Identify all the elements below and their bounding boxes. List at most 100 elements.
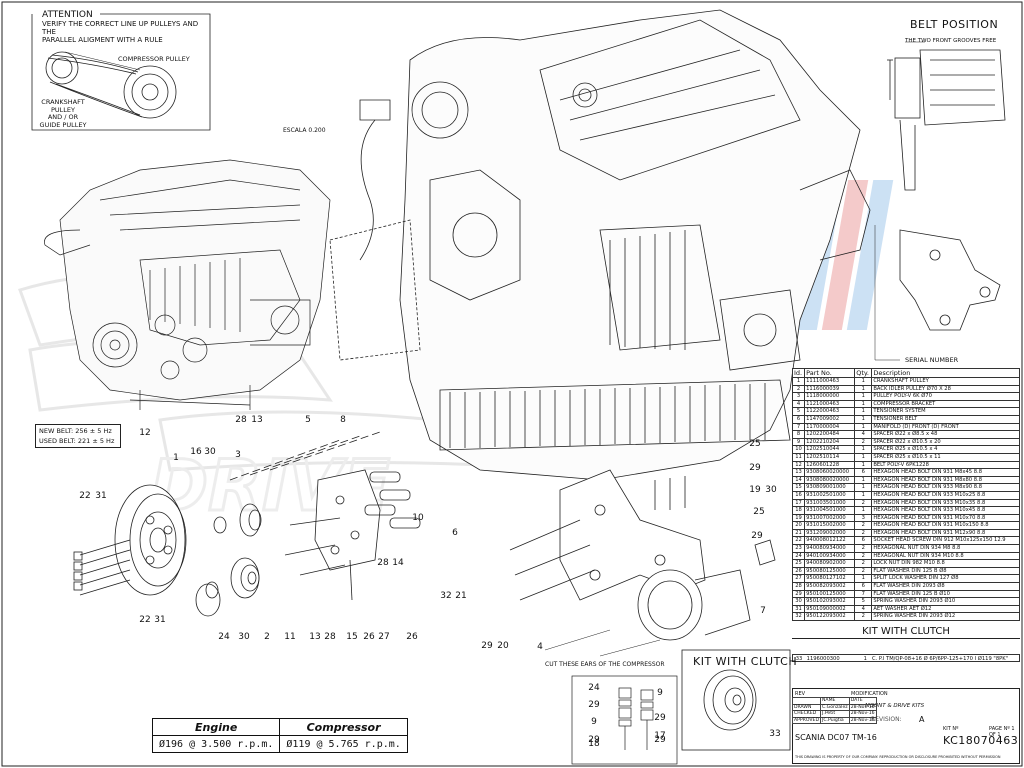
part-qty: 1: [854, 392, 873, 401]
callout-number: 13: [251, 415, 263, 425]
callout-number: 7: [760, 606, 766, 616]
part-id: 22: [791, 536, 806, 546]
col-part-no: Part No.: [804, 368, 856, 378]
part-qty: 4: [854, 430, 873, 439]
part-qty: 1: [854, 475, 873, 485]
drive-ratio-table: Engine Compressor Ø196 @ 3.500 r.p.m. Ø1…: [151, 718, 408, 753]
part-qty: 6: [854, 582, 873, 591]
part-number: 950122093002: [804, 612, 856, 621]
date: DATE: [848, 697, 877, 705]
part-id: 25: [791, 559, 806, 568]
part-id: 9: [791, 437, 806, 447]
callout-number: 24: [218, 632, 230, 642]
part-number: 9308060020000: [804, 468, 856, 477]
callout-number: 25: [749, 439, 761, 449]
used-belt-tension: USED BELT: 221 ± 5 Hz: [39, 437, 115, 445]
exploded-parts: [73, 431, 776, 657]
part-qty: 2: [854, 498, 873, 508]
engine-overview-sketch: [44, 159, 331, 410]
attention-line: VERIFY THE CORRECT LINE UP PULLEYS AND T…: [42, 20, 199, 36]
part-qty: 3: [854, 513, 873, 523]
part-number: 940008012122: [804, 536, 856, 546]
belt-position-subtitle: THE TWO FRONT GROOVES FREE: [905, 38, 997, 44]
part-id: 19: [791, 513, 806, 523]
part-qty: 2: [854, 528, 873, 538]
callout-number: 21: [455, 591, 467, 601]
engine-value: Ø196 @ 3.500 r.p.m.: [151, 735, 281, 753]
part-number: 940080934000: [804, 544, 856, 553]
date: 28-Nov-16: [848, 703, 877, 711]
callout-number: 17: [654, 731, 666, 741]
part-id: 1: [791, 377, 806, 386]
part-qty: 1: [854, 414, 873, 424]
callout-number: 25: [753, 507, 765, 517]
clutch-box-title: KIT WITH CLUTCH: [693, 655, 798, 668]
callout-number: 29: [588, 735, 600, 745]
footnote: THIS DRAWING IS PROPERTY OF OUR COMPANY.…: [795, 755, 1001, 759]
part-id: 8: [791, 430, 806, 439]
compressor-value: Ø119 @ 5.765 r.p.m.: [279, 735, 408, 753]
crankshaft-pulley-label: CRANKSHAFT PULLEY AND / OR GUIDE PULLEY: [32, 98, 94, 129]
compressor-pulley-label: COMPRESSOR PULLEY: [118, 55, 190, 63]
part-description: HEXAGON HEAD BOLT DIN 931 M10x150 8.8: [871, 521, 1020, 530]
callout-number: 16: [190, 447, 202, 457]
part-qty: 4: [854, 604, 873, 614]
serial-bracket-detail: [874, 225, 1001, 361]
callout-number: 2: [264, 632, 270, 642]
callout-number: 15: [346, 632, 358, 642]
part-number: 9308080020000: [804, 475, 856, 485]
kit-part-no: 1196000300: [806, 656, 840, 662]
callout-number: 30: [204, 447, 216, 457]
part-qty: 2: [854, 551, 873, 561]
parts-table-header: Id. Part No. Qty. Description: [791, 368, 1020, 378]
part-number: 1202510044: [804, 445, 856, 454]
part-number: 931007002000: [804, 513, 856, 523]
revision-value: A: [919, 715, 925, 724]
part-id: 7: [791, 422, 806, 432]
callout-number: 10: [412, 513, 424, 523]
callout-number: 29: [654, 735, 666, 745]
callout-number: 29: [481, 641, 493, 651]
part-number: 931004501000: [804, 506, 856, 515]
callout-number: 28: [324, 632, 336, 642]
part-description: MANIFOLD (D) FRONT (D) FRONT: [871, 422, 1020, 432]
part-id: 18: [791, 506, 806, 515]
part-number: 931209002000: [804, 528, 856, 538]
part-number: 950080127102: [804, 574, 856, 584]
part-description: HEXAGON HEAD BOLT DIN 931 M12x90 8.8: [871, 528, 1020, 538]
attention-title: ATTENTION: [42, 10, 93, 20]
callout-number: 29: [751, 531, 763, 541]
callout-number: 14: [392, 558, 404, 568]
part-qty: 5: [854, 597, 873, 606]
part-qty: 2: [854, 544, 873, 553]
part-description: HEXAGON HEAD BOLT DIN 933 M10x25 8.8: [871, 490, 1020, 500]
part-number: 1170000004: [804, 422, 856, 432]
part-qty: 7: [854, 589, 873, 599]
callout-number: 6: [452, 528, 458, 538]
callout-number: 33: [769, 729, 781, 739]
part-description: SPRING WASHER DIN 2093 Ø12: [871, 612, 1020, 621]
part-number: 1202510114: [804, 452, 856, 462]
callout-number: 22: [139, 615, 151, 625]
name: JC.Puigtia: [820, 716, 850, 724]
attention-panel: [31, 13, 211, 131]
part-description: HEXAGON HEAD BOLT DIN 931 M10x70 8.8: [871, 513, 1020, 523]
part-number: 931002501000: [804, 490, 856, 500]
part-id: 14: [791, 475, 806, 485]
part-description: HEXAGON HEAD BOLT DIN 933 M8x90 8.8: [871, 483, 1020, 492]
part-id: 4: [791, 399, 806, 409]
